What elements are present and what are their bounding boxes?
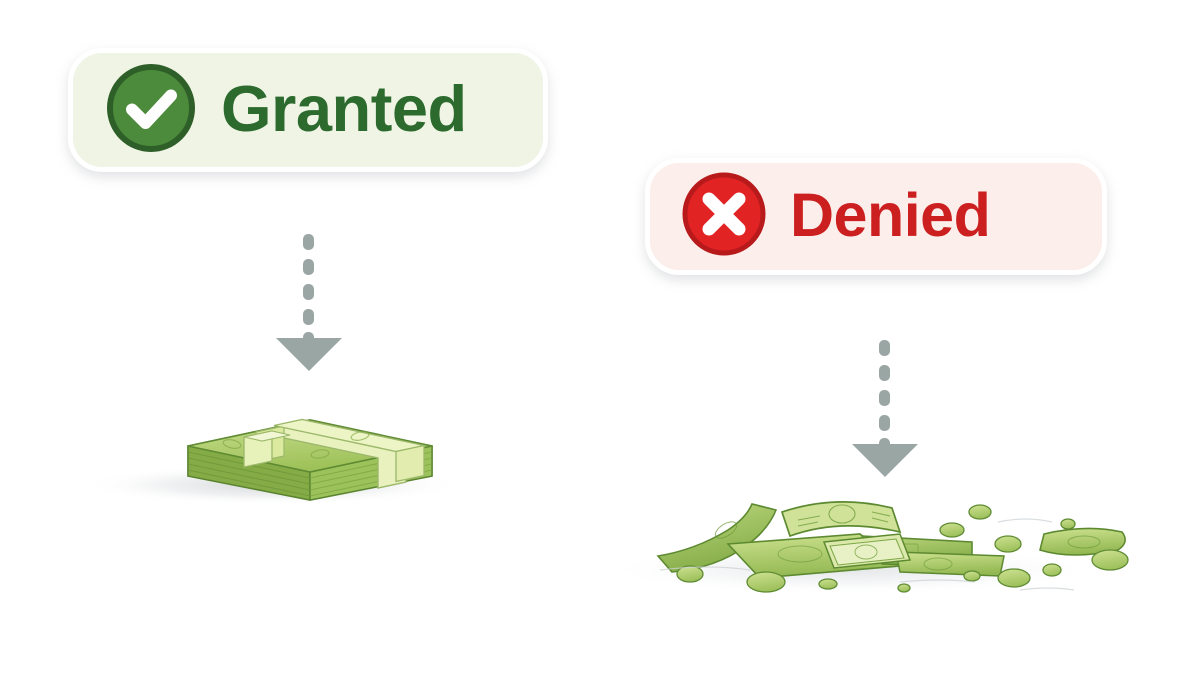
dashed-down-arrow-icon-denied — [848, 334, 922, 485]
check-circle-icon — [105, 62, 197, 159]
scattered-money-icon — [600, 478, 1140, 613]
status-badge-granted[interactable]: Granted — [68, 48, 548, 172]
money-stack-icon — [60, 392, 480, 517]
x-circle-icon — [680, 170, 768, 263]
dashed-down-arrow-icon-granted — [272, 228, 346, 379]
status-badge-granted-label: Granted — [221, 72, 467, 145]
status-badge-denied-label: Denied — [790, 180, 991, 249]
status-badge-denied[interactable]: Denied — [645, 158, 1107, 275]
